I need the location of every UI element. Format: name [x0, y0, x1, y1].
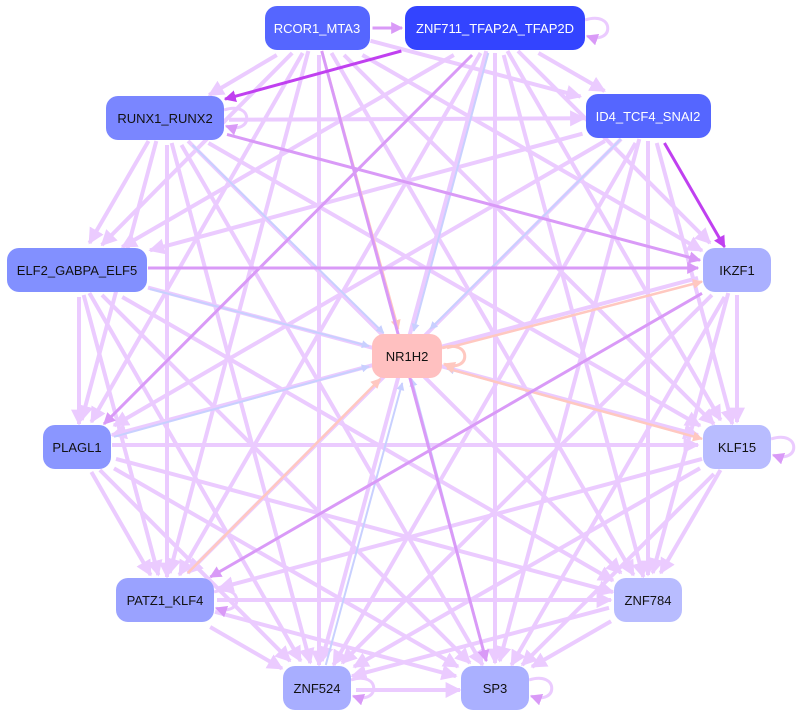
edge-RCOR1_MTA3-to-RUNX1_RUNX2: [207, 53, 278, 97]
self-loop-ZNF524: [350, 676, 376, 706]
edge-KLF15-to-ZNF784: [658, 468, 723, 575]
node-ikzf1[interactable]: IKZF1: [703, 248, 771, 292]
edge-ELF2_GABPA_ELF5-to-NR1H2: [149, 288, 370, 349]
edge-ID4_TCF4_SNAI2-to-ELF2_GABPA_ELF5: [148, 131, 584, 255]
edge-ID4_TCF4_SNAI2-to-PLAGL1: [112, 139, 606, 428]
node-rcor1_mta3[interactable]: RCOR1_MTA3: [264, 6, 370, 50]
node-label: ELF2_GABPA_ELF5: [16, 262, 138, 278]
edge-ELF2_GABPA_ELF5-to-ZNF784: [121, 295, 615, 583]
edge-IKZF1-to-ZNF784: [648, 292, 731, 575]
edge-KLF15-to-SP3: [520, 472, 716, 667]
node-label: ID4_TCF4_SNAI2: [595, 108, 701, 124]
node-label: RCOR1_MTA3: [273, 20, 361, 36]
edge-ZNF711_TFAP2A_TFAP2D-to-NR1H2: [411, 52, 490, 332]
self-loop-ZNF711_TFAP2A_TFAP2D: [584, 16, 610, 46]
node-label: PATZ1_KLF4: [126, 592, 204, 608]
edge-KLF15-to-ZNF524: [352, 466, 701, 669]
node-klf15[interactable]: KLF15: [703, 425, 771, 469]
edge-RCOR1_MTA3-to-KLF15: [342, 53, 716, 426]
self-loop-SP3: [528, 676, 554, 706]
node-label: RUNX1_RUNX2: [117, 110, 213, 126]
node-label: PLAGL1: [52, 439, 102, 455]
edge-PATZ1_KLF4-to-SP3: [214, 609, 458, 681]
self-loop-NR1H2: [441, 344, 467, 374]
node-label: ZNF711_TFAP2A_TFAP2D: [416, 20, 574, 36]
node-nr1h2[interactable]: NR1H2: [372, 334, 442, 378]
edge-NR1H2-to-IKZF1: [446, 279, 703, 350]
node-patz1_klf4[interactable]: PATZ1_KLF4: [116, 578, 214, 622]
edge-PATZ1_KLF4-to-NR1H2: [186, 378, 382, 574]
self-loop-RUNX1_RUNX2: [223, 106, 249, 136]
node-label: KLF15: [717, 439, 757, 455]
self-loop-KLF15: [770, 435, 796, 465]
node-sp3[interactable]: SP3: [461, 666, 529, 710]
edge-ID4_TCF4_SNAI2-to-IKZF1: [663, 142, 726, 249]
edge-PLAGL1-to-PATZ1_KLF4: [89, 471, 153, 577]
node-znf524[interactable]: ZNF524: [283, 666, 351, 710]
edge-KLF15-to-PATZ1_KLF4: [217, 456, 703, 593]
edge-ZNF711_TFAP2A_TFAP2D-to-PLAGL1: [102, 53, 474, 426]
edge-PLAGL1-to-SP3: [113, 466, 460, 669]
edge-ZNF524-to-NR1H2: [324, 382, 405, 666]
edge-ZNF784-to-SP3: [530, 619, 612, 669]
edge-RCOR1_MTA3-to-IKZF1: [361, 53, 704, 253]
node-id4_tcf4_snai2[interactable]: ID4_TCF4_SNAI2: [585, 94, 711, 138]
node-znf711_tfap2a_tfap2d[interactable]: ZNF711_TFAP2A_TFAP2D: [405, 6, 585, 50]
node-label: NR1H2: [385, 348, 429, 364]
edge-RUNX1_RUNX2-to-SP3: [179, 143, 485, 667]
node-znf784[interactable]: ZNF784: [614, 578, 682, 622]
edge-PATZ1_KLF4-to-ZNF524: [209, 625, 284, 671]
node-runx1_runx2[interactable]: RUNX1_RUNX2: [106, 96, 224, 140]
edge-ID4_TCF4_SNAI2-to-NR1H2: [429, 138, 622, 330]
edge-ZNF711_TFAP2A_TFAP2D-to-RUNX1_RUNX2: [223, 49, 402, 103]
edge-PLAGL1-to-NR1H2: [113, 364, 370, 438]
node-label: SP3: [482, 680, 508, 696]
edge-NR1H2-to-KLF15: [446, 367, 703, 442]
edge-RUNX1_RUNX2-to-ZNF524: [169, 142, 315, 665]
edge-RUNX1_RUNX2-to-KLF15: [207, 141, 702, 428]
self-loop-PATZ1_KLF4: [213, 588, 239, 618]
edge-ZNF711_TFAP2A_TFAP2D-to-PATZ1_KLF4: [177, 52, 483, 577]
node-label: IKZF1: [719, 262, 755, 278]
node-label: ZNF784: [624, 592, 672, 608]
edge-ZNF711_TFAP2A_TFAP2D-to-ID4_TCF4_SNAI2: [537, 51, 606, 93]
edge-RUNX1_RUNX2-to-IKZF1: [226, 133, 702, 264]
edge-RCOR1_MTA3-to-ZNF784: [329, 51, 636, 577]
edge-RCOR1_MTA3-to-ID4_TCF4_SNAI2: [369, 38, 583, 101]
node-elf2_gabpa_elf5[interactable]: ELF2_GABPA_ELF5: [7, 248, 147, 292]
edge-IKZF1-to-PATZ1_KLF4: [209, 292, 703, 579]
edge-RUNX1_RUNX2-to-ELF2_GABPA_ELF5: [87, 139, 151, 245]
node-label: ZNF524: [293, 680, 341, 696]
node-plagl1[interactable]: PLAGL1: [43, 425, 111, 469]
